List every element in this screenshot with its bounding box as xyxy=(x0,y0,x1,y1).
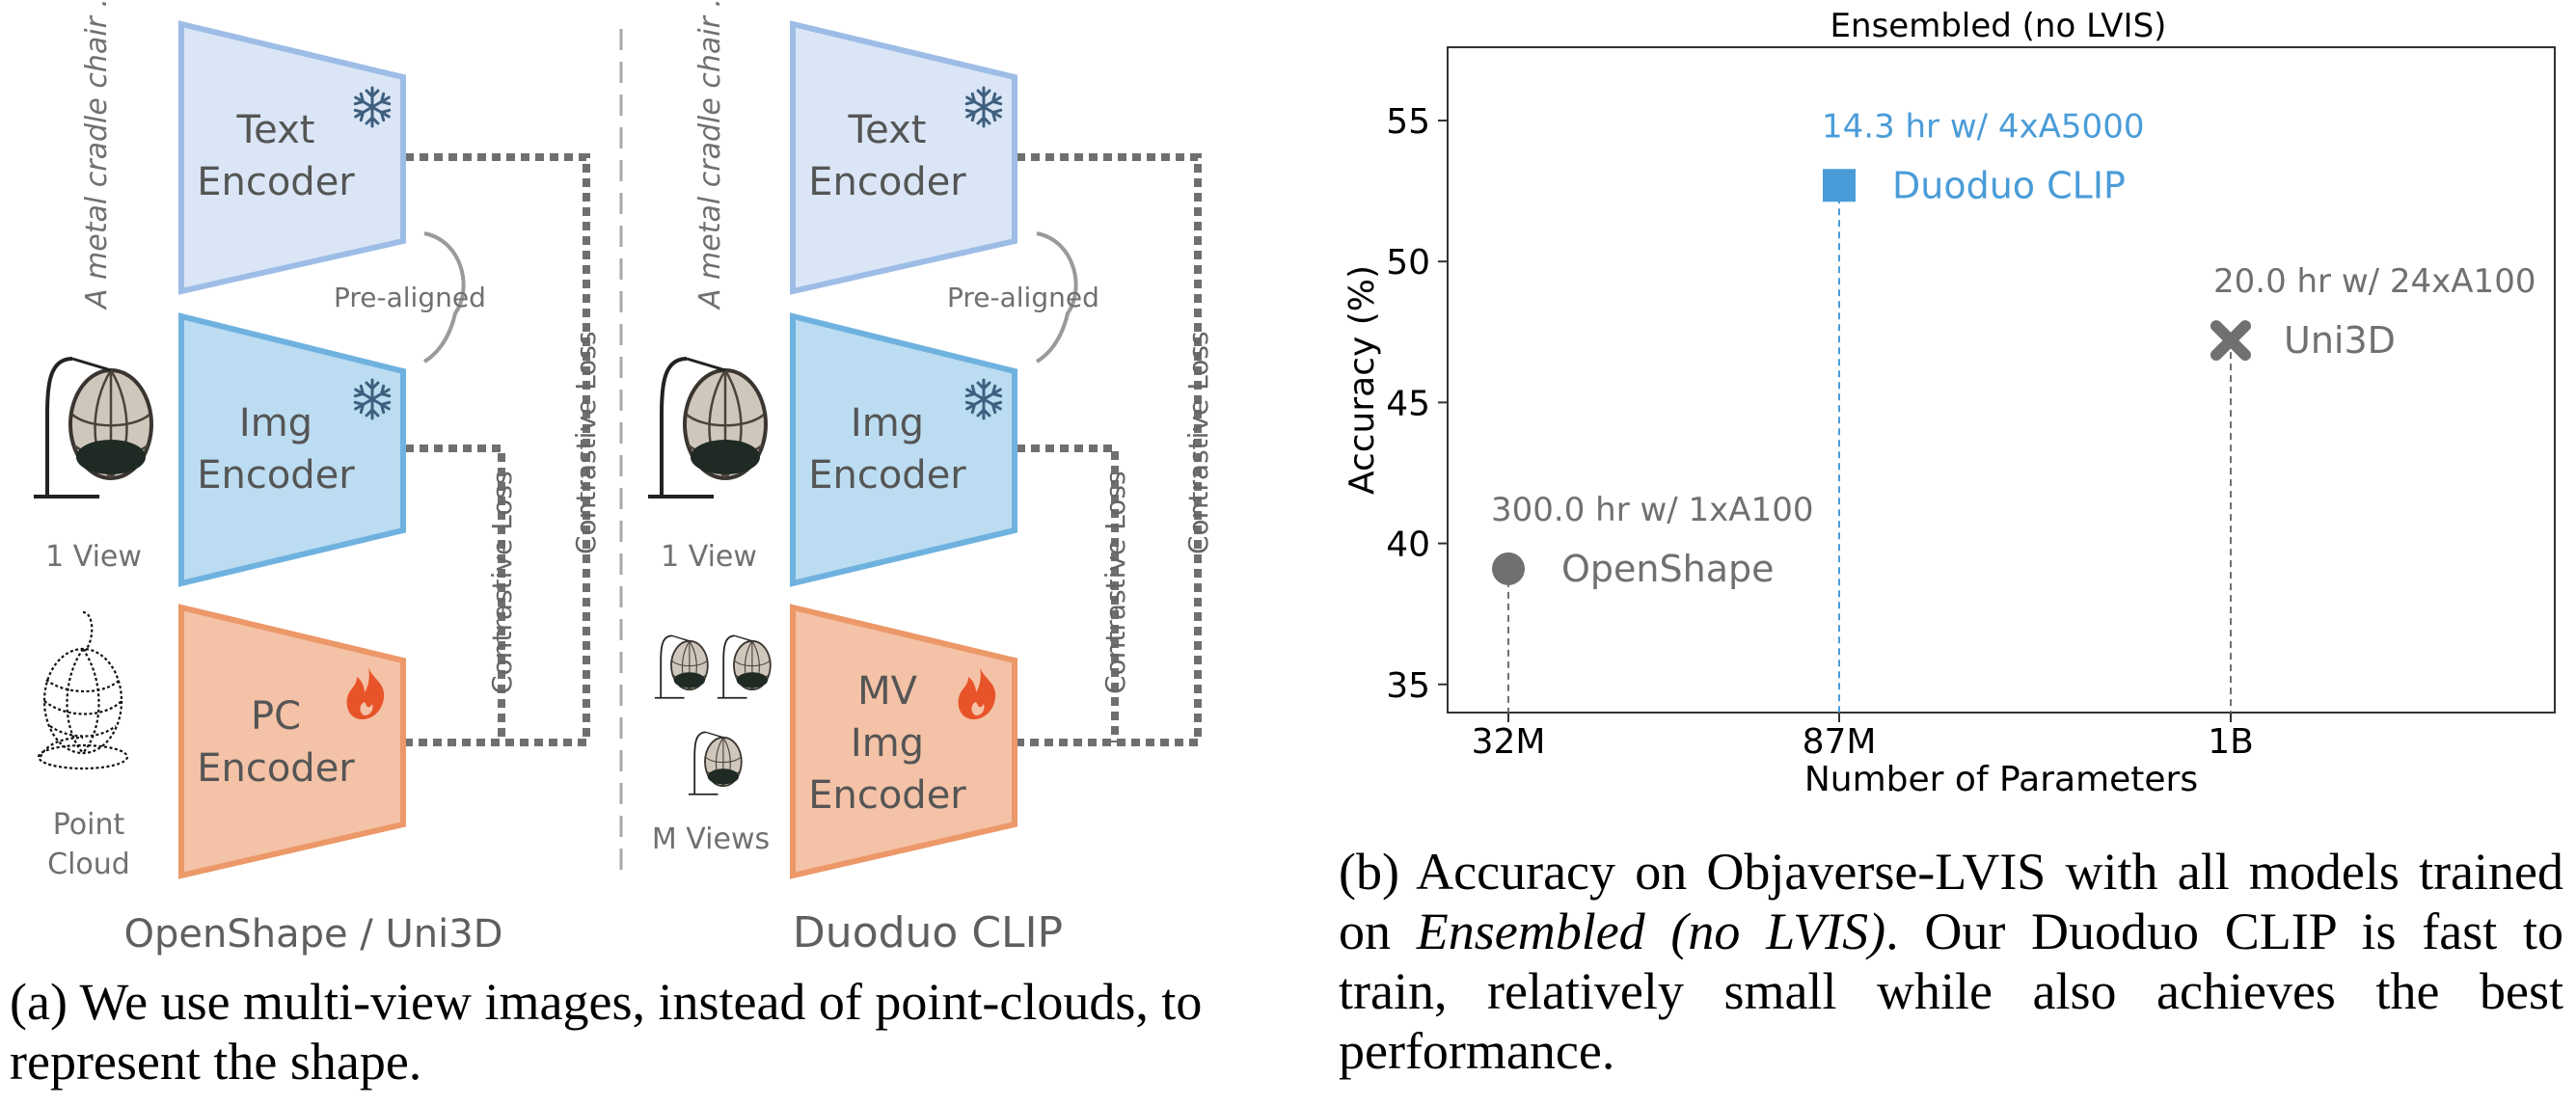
img-encoder-line2: Encoder xyxy=(808,453,966,498)
mv-encoder-line3: Encoder xyxy=(808,773,966,818)
caption-b: (b) Accuracy on Objaverse-LVIS with all … xyxy=(1339,842,2563,1081)
img-encoder-right: Img Encoder xyxy=(790,312,1017,587)
point-annotation: 14.3 hr w/ 4xA5000 xyxy=(1822,107,2144,146)
text-prompt-left: A metal cradle chair .. xyxy=(80,0,114,310)
contrastive-loss-inner-left: Contrastive Loss xyxy=(486,471,518,694)
panel-title-right: Duoduo CLIP xyxy=(793,908,1063,957)
mv-img-encoder: MV Img Encoder xyxy=(790,604,1017,879)
contrastive-loss-inner-right: Contrastive Loss xyxy=(1099,471,1131,694)
img-encoder-line1: Img xyxy=(239,401,312,445)
contrastive-loss-lines-right xyxy=(1017,153,1202,746)
point-cloud-image xyxy=(37,610,129,770)
img-encoder-line2: Encoder xyxy=(197,453,355,498)
x-tick-label: 1B xyxy=(2208,722,2254,762)
chair-image-right xyxy=(646,357,768,499)
chart-title: Ensembled (no LVIS) xyxy=(1830,7,2167,45)
img-encoder-line1: Img xyxy=(851,401,924,445)
text-encoder-line2: Encoder xyxy=(197,160,355,204)
x-axis: 32M 87M 1B xyxy=(1472,713,2254,762)
left-panel: A metal cradle chair .. Contrastive Loss… xyxy=(32,0,602,957)
point-annotation: 20.0 hr w/ 24xA100 xyxy=(2213,262,2535,301)
caption-b-part2: . Our Duoduo CLIP is fast to train, rela… xyxy=(1339,903,2563,1080)
pc-encoder-left: PC Encoder xyxy=(178,604,406,879)
one-view-label-right: 1 View xyxy=(661,540,757,574)
point-name-label: Uni3D xyxy=(2284,319,2396,362)
contrastive-loss-outer-right: Contrastive Loss xyxy=(1182,331,1214,554)
text-encoder-line2: Encoder xyxy=(808,160,966,204)
x-axis-label: Number of Parameters xyxy=(1804,760,2198,799)
point-name-label: OpenShape xyxy=(1561,548,1775,590)
multi-view-images xyxy=(654,634,772,795)
right-panel: A metal cradle chair .. Contrastive Loss… xyxy=(646,0,1214,957)
pre-aligned-bracket-right xyxy=(1035,231,1078,364)
plot-frame xyxy=(1447,46,2556,714)
pc-encoder-line2: Encoder xyxy=(197,746,355,791)
img-encoder-left: Img Encoder xyxy=(178,312,406,587)
contrastive-loss-lines-left xyxy=(405,153,590,746)
architecture-diagram: A metal cradle chair .. Contrastive Loss… xyxy=(32,0,1214,957)
y-axis-label: Accuracy (%) xyxy=(1342,265,1382,495)
x-tick-label: 87M xyxy=(1803,722,1877,762)
y-tick-label: 35 xyxy=(1386,666,1430,706)
point-name-label: Duoduo CLIP xyxy=(1892,164,2126,206)
y-tick-label: 50 xyxy=(1386,243,1430,283)
caption-b-part1: (b) Accuracy on Objaverse-LVIS with all … xyxy=(1339,843,2563,960)
y-tick-label: 45 xyxy=(1386,384,1430,423)
chair-image-left xyxy=(32,357,153,499)
text-encoder-line1: Text xyxy=(236,108,315,152)
point-cloud-label-line2: Cloud xyxy=(47,848,130,881)
mv-encoder-line1: MV xyxy=(857,669,918,714)
text-encoder-left: Text Encoder xyxy=(178,20,406,295)
caption-b-italic: Ensembled (no LVIS) xyxy=(1416,903,1886,960)
mv-encoder-line2: Img xyxy=(851,721,924,766)
pre-aligned-label-right: Pre-aligned xyxy=(947,282,1099,313)
pre-aligned-label-left: Pre-aligned xyxy=(334,282,486,313)
x-tick-label: 32M xyxy=(1472,722,1546,762)
pre-aligned-bracket-left xyxy=(422,231,466,364)
data-point-square xyxy=(1823,169,1856,202)
panel-title-left: OpenShape / Uni3D xyxy=(124,912,503,957)
point-cloud-label-line1: Point xyxy=(53,808,125,842)
y-tick-label: 40 xyxy=(1386,526,1430,565)
data-point-x xyxy=(2210,320,2251,362)
pc-encoder-line1: PC xyxy=(251,694,301,739)
m-views-label: M Views xyxy=(652,822,770,856)
chart-marks: OpenShape 300.0 hr w/ 1xA100 Duoduo CLIP 14… xyxy=(1491,107,2535,713)
one-view-label-left: 1 View xyxy=(45,540,142,574)
contrastive-loss-outer-left: Contrastive Loss xyxy=(570,331,602,554)
y-axis: 35 40 45 50 55 xyxy=(1386,102,1448,706)
text-encoder-line1: Text xyxy=(848,108,927,152)
text-prompt-right: A metal cradle chair .. xyxy=(693,0,727,310)
point-annotation: 300.0 hr w/ 1xA100 xyxy=(1491,491,1813,529)
data-point-circle xyxy=(1492,552,1525,585)
y-tick-label: 55 xyxy=(1386,102,1430,142)
text-encoder-right: Text Encoder xyxy=(790,20,1017,295)
caption-a: (a) We use multi-view images, instead of… xyxy=(10,973,1203,1091)
